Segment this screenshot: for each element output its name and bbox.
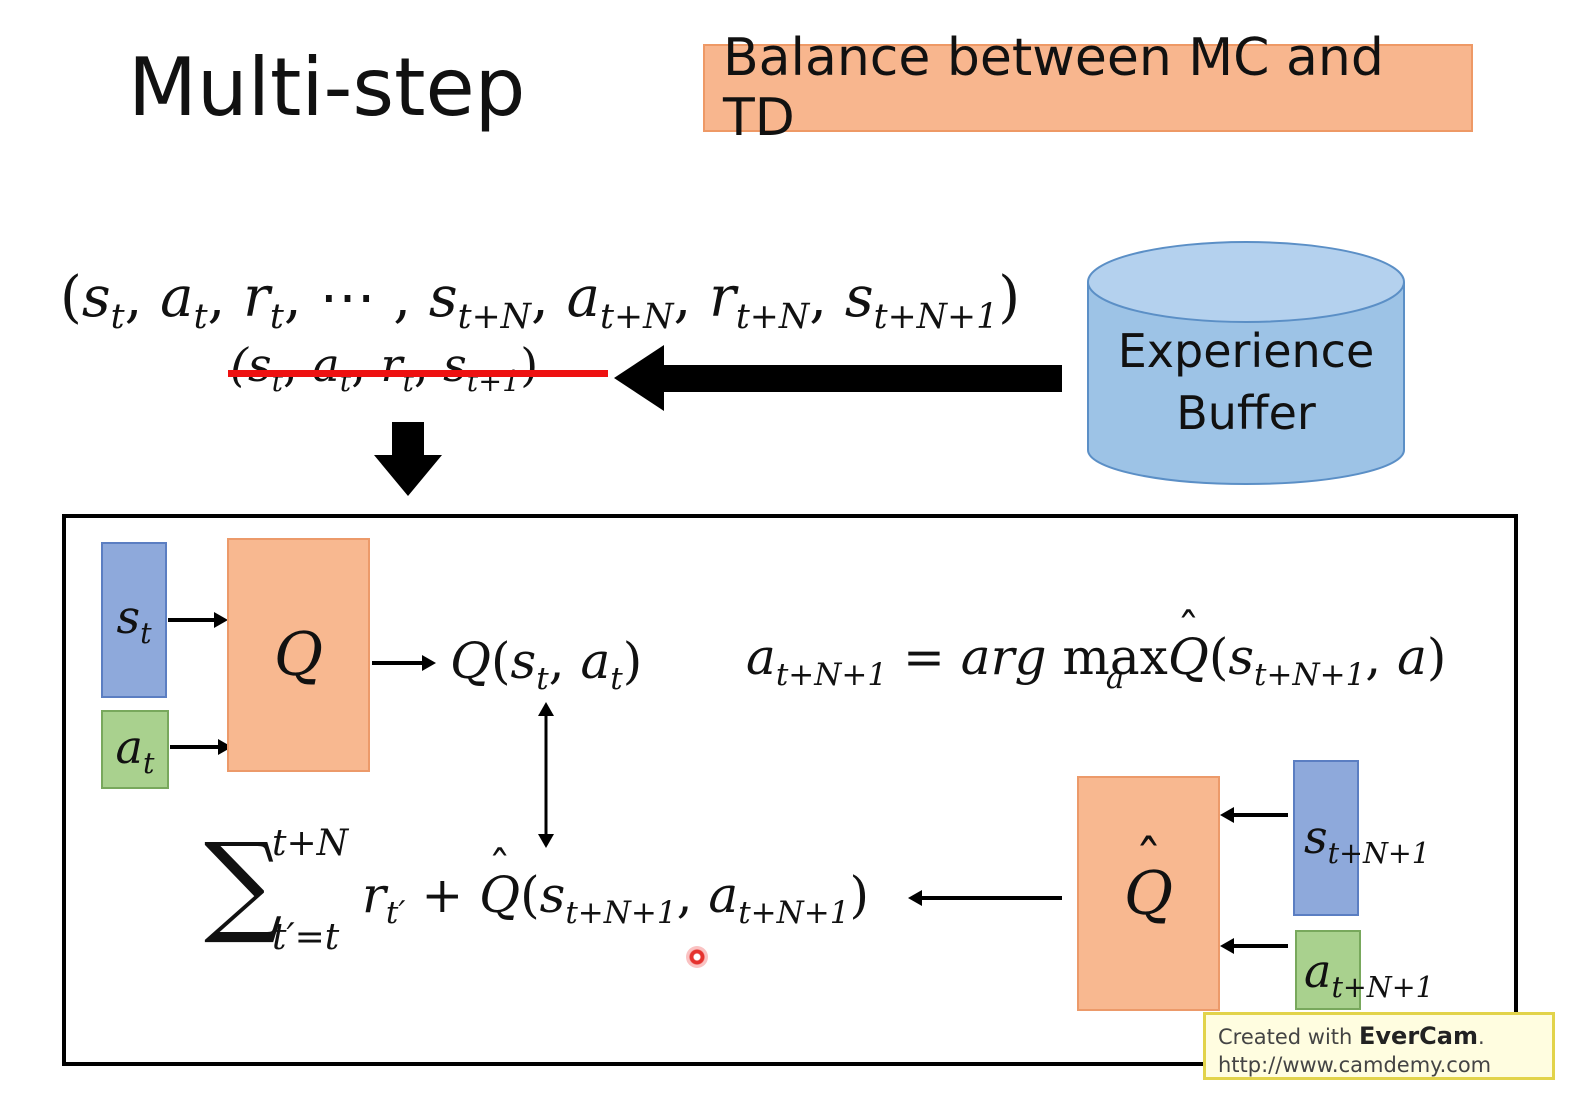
experience-buffer-cylinder [1087,241,1405,485]
next-action-input-box [1295,930,1361,1010]
down-arrow [374,422,442,496]
target-formula: rt′ + Q(st+N+1, at+N+1) [362,870,869,929]
strikethrough-line [228,370,608,377]
balance-badge-text: Balance between MC and TD [723,28,1384,148]
watermark-link[interactable]: http://www.camdemy.com [1218,1053,1492,1078]
next-state-input-box [1293,760,1359,916]
evercam-watermark[interactable]: Created with EverCam. http://www.camdemy… [1203,1012,1555,1080]
target-network-box: Q [1077,776,1220,1011]
experience-buffer-label: Experience Buffer [1117,324,1375,441]
argmax-formula: at+N+1 = arg max a Q(st+N+1, a) [746,632,1446,694]
sum-upper-limit: t+N [272,823,349,864]
q-network-box: Q [227,538,370,772]
sum-symbol: ∑ [204,819,283,947]
next-state-label: st+N+1 [1304,810,1430,870]
state-input-box: st [101,542,167,698]
slide-title: Multi-step [128,41,526,134]
q-value-output: Q(st, at) [450,632,643,697]
action-input-box: at [101,710,169,789]
multi-step-tuple: (st, at, rt, ⋯ , st+N, at+N, rt+N, st+N+… [60,265,1021,338]
pointer-indicator [686,946,708,968]
buffer-arrow [614,345,1062,411]
network-frame [62,514,1518,1066]
next-action-label: at+N+1 [1304,944,1434,1004]
balance-badge: Balance between MC and TD [703,28,1473,148]
sum-lower-limit: t′=t [272,917,340,958]
